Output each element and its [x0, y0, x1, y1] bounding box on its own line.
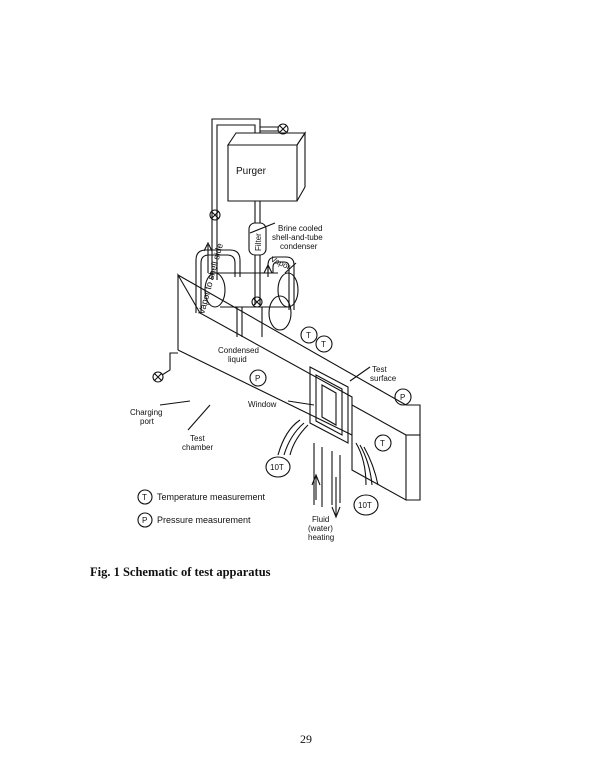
legend-temperature-label: Temperature measurement — [157, 492, 266, 502]
temp-symbol: T — [321, 340, 326, 349]
fluid-label-3: heating — [308, 533, 334, 542]
vent-valve-icon — [277, 123, 289, 135]
test-chamber-label-2: chamber — [182, 443, 213, 452]
temp-symbol: T — [306, 331, 311, 340]
legend-pressure-symbol: P — [142, 516, 147, 525]
brine-label-3: condenser — [280, 242, 318, 251]
filter-line — [254, 201, 261, 305]
left-vapor-loop — [195, 249, 241, 313]
vapor-arrow-right-icon — [263, 263, 273, 277]
condensed-label-1: Condensed — [218, 346, 259, 355]
purger-label: Purger — [236, 166, 267, 177]
brine-label-1: Brine cooled — [278, 224, 322, 233]
legend-pressure-icon — [137, 512, 153, 528]
charging-valve-icon — [152, 371, 164, 383]
legend-temp-symbol: T — [142, 493, 147, 502]
vapor-loop — [267, 256, 295, 310]
temp-symbol-icon — [374, 434, 392, 452]
temp-symbol-icon — [300, 326, 318, 344]
fluid-arrows-icon — [311, 473, 341, 519]
charging-port-line — [161, 352, 178, 376]
bundle-symbol-icon — [353, 494, 379, 516]
pressure-symbol: P — [255, 374, 260, 383]
window-label: Window — [248, 400, 277, 409]
thermocouple-bundle-label: 10T — [270, 463, 284, 472]
thermocouple-bundle-label: 10T — [358, 501, 372, 510]
vapor-line-to-purger — [211, 118, 261, 245]
pressure-symbol-icon — [394, 388, 412, 406]
purger-box — [226, 131, 307, 202]
thermocouple-bundle-left — [277, 419, 309, 456]
test-surface-label-2: surface — [370, 374, 397, 383]
legend-temp-icon — [137, 489, 153, 505]
test-chamber-label-1: Test — [190, 434, 205, 443]
test-surface — [309, 366, 349, 444]
fluid-label-1: Fluid — [312, 515, 329, 524]
heating-pipes — [313, 443, 341, 507]
brine-label-2: shell-and-tube — [272, 233, 323, 242]
filter-label: Filter — [254, 233, 263, 251]
temp-symbol: T — [380, 439, 385, 448]
bundle-symbol-icon — [265, 456, 291, 478]
condensed-label-2: liquid — [228, 355, 247, 364]
fluid-label-2: (water) — [308, 524, 333, 533]
vapor-arrow-icon — [203, 241, 213, 273]
charging-port-label-1: Charging — [130, 408, 162, 417]
page-number: 29 — [300, 732, 312, 746]
filter-body — [248, 222, 267, 256]
leader-lines — [159, 222, 371, 431]
legend-pressure-label: Pressure measurement — [157, 515, 251, 525]
charging-port-label-2: port — [140, 417, 155, 426]
test-chamber — [177, 272, 421, 501]
purger-vent-line — [260, 126, 278, 132]
pressure-symbol-icon — [249, 369, 267, 387]
figure-caption: Fig. 1 Schematic of test apparatus — [90, 565, 271, 579]
purger-valve-icon — [209, 209, 221, 221]
thermocouple-bundle-right — [355, 442, 379, 486]
test-surface-label-1: Test — [372, 365, 387, 374]
condensate-pipes — [236, 307, 263, 337]
test-apparatus-schematic: Purger Filter Vapor to shell side Vapor … — [130, 118, 421, 542]
pressure-symbol: P — [400, 393, 405, 402]
temp-symbol-icon — [315, 335, 333, 353]
condenser-shell — [204, 272, 299, 331]
